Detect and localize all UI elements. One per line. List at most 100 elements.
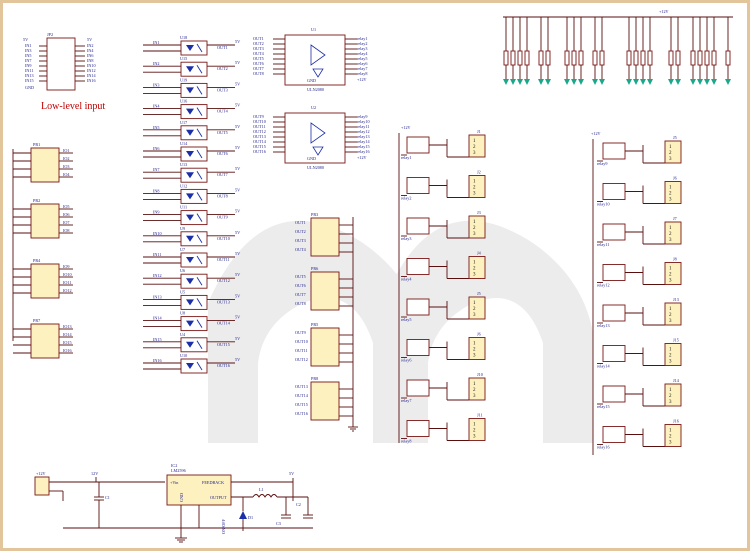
psu-feedback: FEEDBACK [202,480,224,485]
opto-vcc: 5V [235,39,240,44]
opto-input: IN12 [153,273,162,278]
driver-gnd-label: GND [307,78,316,83]
relay-pin-label: 1 [669,429,672,434]
relay-label: relay4 [401,277,412,282]
relay-terminal [664,424,682,447]
driver-output: relay5 [357,56,367,61]
relay-terminal [664,383,682,407]
relay-pin-label: 2 [473,145,476,150]
led-resistor [592,50,598,66]
psu-d1: D1 [248,515,253,520]
relay-pin-label: 1 [473,382,476,387]
input-packs: PR1IO1IO2IO3IO4PR2IO5IO6IO7IO8PR4IO9IO10… [12,142,73,359]
relay-terminal [664,302,682,326]
relay-label: relay15 [597,404,610,409]
relay-label: relay7 [401,398,411,403]
relay-ref: J13 [673,297,679,302]
psu-12v-label: 12V [91,471,98,476]
relay-pin-label: 2 [669,313,672,318]
psu-onoff: ON/OFF [221,518,226,534]
relay-coil [406,217,430,235]
relay-label: relay8 [401,439,411,444]
driver-input: OUT6 [253,61,264,66]
output-packs: PR3OUT1OUT2OUT3OUT4PR6OUT5OUT6OUT7OUT8PR… [295,212,358,432]
header-pin-left: IN5 [25,53,32,58]
relay-label: relay12 [597,283,610,288]
output-pack-ref: PR6 [311,266,318,271]
opto-ref: U8 [180,311,185,316]
led-resistor [690,50,696,66]
relay-coil [602,223,626,241]
driver-output: relay3 [357,46,367,51]
input-pack-pin: IO9 [63,264,70,269]
relay-pin-label: 1 [473,423,476,428]
psu-c3: C3 [276,521,281,526]
led-resistor [517,50,523,66]
header-pin-right: IN8 [87,58,94,63]
output-pack-pin: OUT5 [295,274,306,279]
output-pack-pin: OUT16 [295,411,308,416]
driver-input: OUT8 [253,71,264,76]
output-pack-pin: OUT12 [295,357,308,362]
header-pin-left: IN15 [25,78,34,83]
driver-output: relay2 [357,41,367,46]
driver-part: ULN2080 [307,165,324,170]
opto-input: IN4 [153,104,160,109]
led-resistor [711,50,717,66]
relay-terminal [664,140,682,164]
relay-pin-label: 1 [473,180,476,185]
power-supply: +12V 12V C1 IC2 LM2596 +Vin FEEDBACK OUT… [34,463,313,543]
relay-pin-label: 3 [669,319,672,324]
relay-pin-label: 2 [473,267,476,272]
opto-ref: U17 [180,120,187,125]
opto-vcc: 5V [235,187,240,192]
psu-c1: C1 [105,495,110,500]
opto-vcc: 5V [235,103,240,108]
input-pack-pin: IO1 [63,148,70,153]
relay-pin-label: 1 [669,186,672,191]
driver-output: relay14 [357,139,370,144]
driver-input: OUT4 [253,51,265,56]
relay-pin-label: 1 [669,348,672,353]
output-pack-pin: OUT2 [295,229,306,234]
relay-terminal [468,134,486,158]
relay-pin-label: 3 [669,360,672,365]
output-pack-pin: OUT6 [295,283,306,288]
opto-ref: U14 [180,141,188,146]
opto-input: IN14 [153,316,163,321]
relay-pin-label: 3 [669,238,672,243]
led-resistor [545,50,551,66]
relay-terminal [468,418,486,441]
relay-ref: J1 [477,129,481,134]
driver-ref: U1 [311,27,316,32]
led-resistor [704,50,710,66]
relay-label: relay14 [597,364,610,369]
driver-input: OUT10 [253,119,266,124]
relay-label: relay9 [597,161,607,166]
output-pack-pin: OUT15 [295,402,308,407]
input-pack-ref: PR7 [33,318,40,323]
driver-output: relay11 [357,124,369,129]
header-pin-left: IN9 [25,63,32,68]
relay-coil [602,385,626,403]
output-pack-ref: PR8 [311,376,318,381]
output-pack-pin: OUT14 [295,393,309,398]
driver-input: OUT5 [253,56,264,61]
optocoupler [180,210,208,226]
psu-vin: +Vin [170,480,179,485]
opto-input: IN7 [153,167,160,172]
optocoupler [180,273,208,289]
opto-output: OUT8 [217,193,228,198]
opto-input: IN8 [153,188,160,193]
relay-pin-label: 1 [669,388,672,393]
opto-input: IN16 [153,358,162,363]
driver-output: relay10 [357,119,370,124]
driver-input: OUT11 [253,124,266,129]
opto-ref: U16 [180,99,187,104]
optocoupler-column: U18IN1OUT15VU15IN2OUT25VU19IN3OUT35VU16I… [143,35,240,374]
output-pack-pin: OUT11 [295,348,308,353]
relay-pin-label: 1 [669,307,672,312]
opto-vcc: 5V [235,357,240,362]
optocoupler [180,358,208,374]
